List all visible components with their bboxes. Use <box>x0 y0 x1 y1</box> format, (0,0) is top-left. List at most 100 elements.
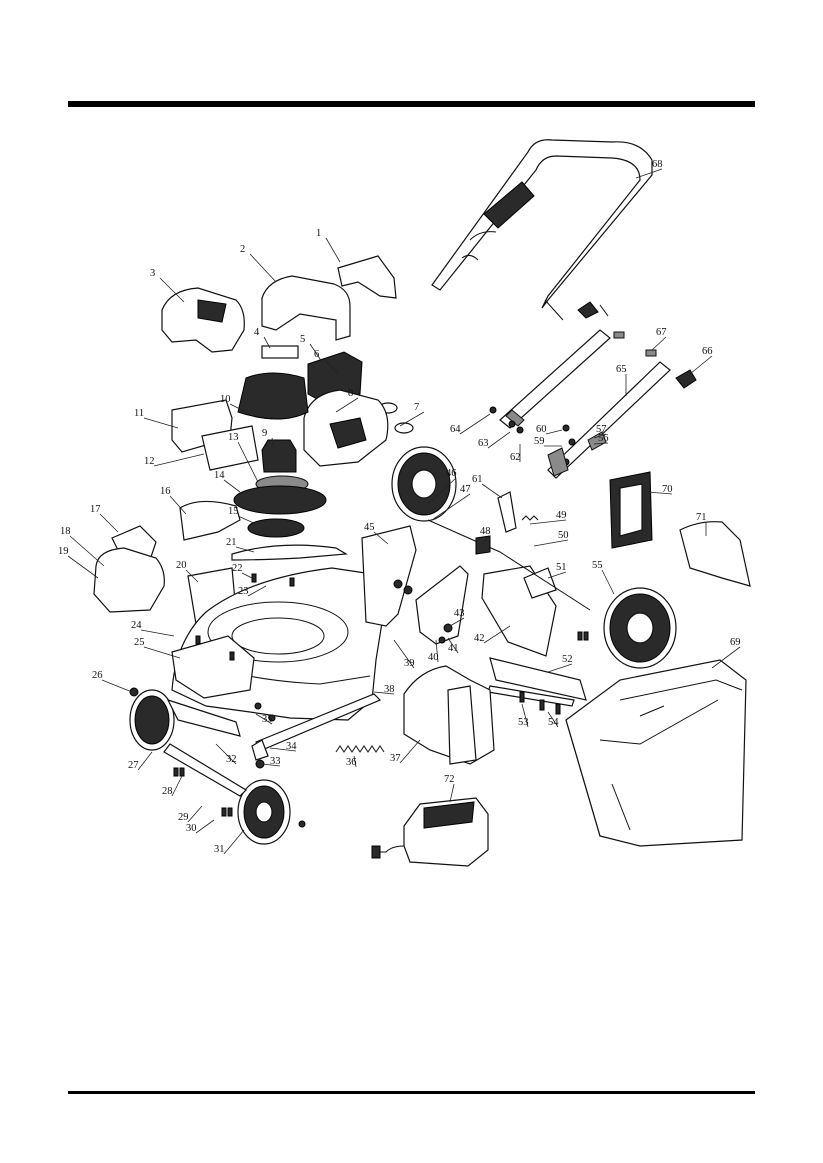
battery-part-70 <box>610 472 652 548</box>
part-number-38: 38 <box>384 684 395 695</box>
part-number-7: 7 <box>414 402 419 413</box>
part-number-45: 45 <box>364 522 375 533</box>
part-number-2: 2 <box>240 244 245 255</box>
disc-parts-13-15 <box>234 476 326 537</box>
leader-line-30 <box>196 820 214 833</box>
leader-line-16 <box>170 496 186 514</box>
part-number-65: 65 <box>616 364 627 375</box>
part-number-10: 10 <box>220 394 231 405</box>
part-number-47: 47 <box>460 484 471 495</box>
part-number-24: 24 <box>131 620 142 631</box>
part-number-41: 41 <box>448 643 459 654</box>
part-number-28: 28 <box>162 786 173 797</box>
leader-line-26 <box>102 680 132 692</box>
part-number-5: 5 <box>300 334 305 345</box>
leader-line-12 <box>154 454 204 466</box>
blade-part-21 <box>232 545 346 560</box>
part-number-54: 54 <box>548 717 559 728</box>
motor-part-9 <box>262 440 296 472</box>
part-number-31: 31 <box>214 844 225 855</box>
part-number-11: 11 <box>134 408 144 419</box>
clip-parts-48-61 <box>476 492 538 554</box>
part-number-64: 64 <box>450 424 461 435</box>
part-number-43: 43 <box>454 608 465 619</box>
part-number-48: 48 <box>480 526 491 537</box>
leader-line-61 <box>482 484 502 498</box>
part-number-27: 27 <box>128 760 139 771</box>
wheel-front-part-26 <box>130 690 174 750</box>
leader-line-7 <box>400 412 424 426</box>
top-cover-part-1 <box>338 256 396 298</box>
part-number-60: 60 <box>536 424 547 435</box>
part-number-30: 30 <box>186 823 197 834</box>
part-number-35: 35 <box>262 714 273 725</box>
grass-bag-part-69 <box>566 660 746 846</box>
part-number-42: 42 <box>474 633 485 644</box>
leader-line-55 <box>602 570 614 594</box>
shroud-part-10 <box>238 373 308 419</box>
part-number-70: 70 <box>662 484 673 495</box>
part-number-8: 8 <box>348 388 353 399</box>
part-number-53: 53 <box>518 717 529 728</box>
part-number-50: 50 <box>558 530 569 541</box>
part-number-63: 63 <box>478 438 489 449</box>
bag-cover-part-71 <box>680 522 750 586</box>
part-number-36: 36 <box>346 757 357 768</box>
axle-bracket-part-32 <box>164 700 246 796</box>
leader-line-14 <box>224 480 240 492</box>
handle-upper-part <box>432 140 652 320</box>
motor-housing-part-8 <box>304 390 388 466</box>
part-number-26: 26 <box>92 670 103 681</box>
handle-lower-part <box>500 330 670 478</box>
leader-line-29 <box>188 806 202 822</box>
part-number-71: 71 <box>696 512 707 523</box>
part-number-68: 68 <box>652 159 663 170</box>
leader-line-27 <box>138 752 152 770</box>
part-number-49: 49 <box>556 510 567 521</box>
part-number-3: 3 <box>150 268 155 279</box>
leader-line-15 <box>238 516 256 524</box>
leader-line-52 <box>548 664 572 672</box>
part-number-55: 55 <box>592 560 603 571</box>
chute-part-37 <box>404 666 494 764</box>
switch-part-4 <box>262 346 298 358</box>
part-number-67: 67 <box>656 327 667 338</box>
footer-rule <box>68 1091 755 1094</box>
charger-part-72 <box>372 798 488 866</box>
leader-line-1 <box>326 238 340 262</box>
part-number-72: 72 <box>444 774 455 785</box>
wheel-rear-part-55 <box>604 588 676 668</box>
part-number-69: 69 <box>730 637 741 648</box>
part-number-16: 16 <box>160 486 171 497</box>
part-number-40: 40 <box>428 652 439 663</box>
rear-cover-part-3 <box>162 288 244 352</box>
part-number-59: 59 <box>534 436 545 447</box>
part-number-61: 61 <box>472 474 483 485</box>
leader-line-19 <box>68 556 98 578</box>
leader-line-2 <box>250 254 276 282</box>
part-number-25: 25 <box>134 637 145 648</box>
part-number-17: 17 <box>90 504 101 515</box>
leader-line-31 <box>224 830 244 854</box>
part-number-29: 29 <box>178 812 189 823</box>
part-number-62: 62 <box>510 452 521 463</box>
part-number-21: 21 <box>226 537 237 548</box>
leader-line-66 <box>690 356 712 374</box>
part-number-51: 51 <box>556 562 567 573</box>
spring-part-36 <box>336 746 384 752</box>
flap-parts-17-19 <box>94 526 164 612</box>
part-number-52: 52 <box>562 654 573 665</box>
part-number-20: 20 <box>176 560 187 571</box>
leader-line-67 <box>652 337 666 350</box>
part-number-39: 39 <box>404 658 415 669</box>
part-number-46: 46 <box>446 468 457 479</box>
leader-line-64 <box>460 414 490 434</box>
part-number-37: 37 <box>390 753 401 764</box>
part-number-14: 14 <box>214 470 225 481</box>
part-number-66: 66 <box>702 346 713 357</box>
part-number-32: 32 <box>226 754 237 765</box>
part-number-9: 9 <box>262 428 267 439</box>
part-number-23: 23 <box>238 586 249 597</box>
part-number-6: 6 <box>314 349 319 360</box>
